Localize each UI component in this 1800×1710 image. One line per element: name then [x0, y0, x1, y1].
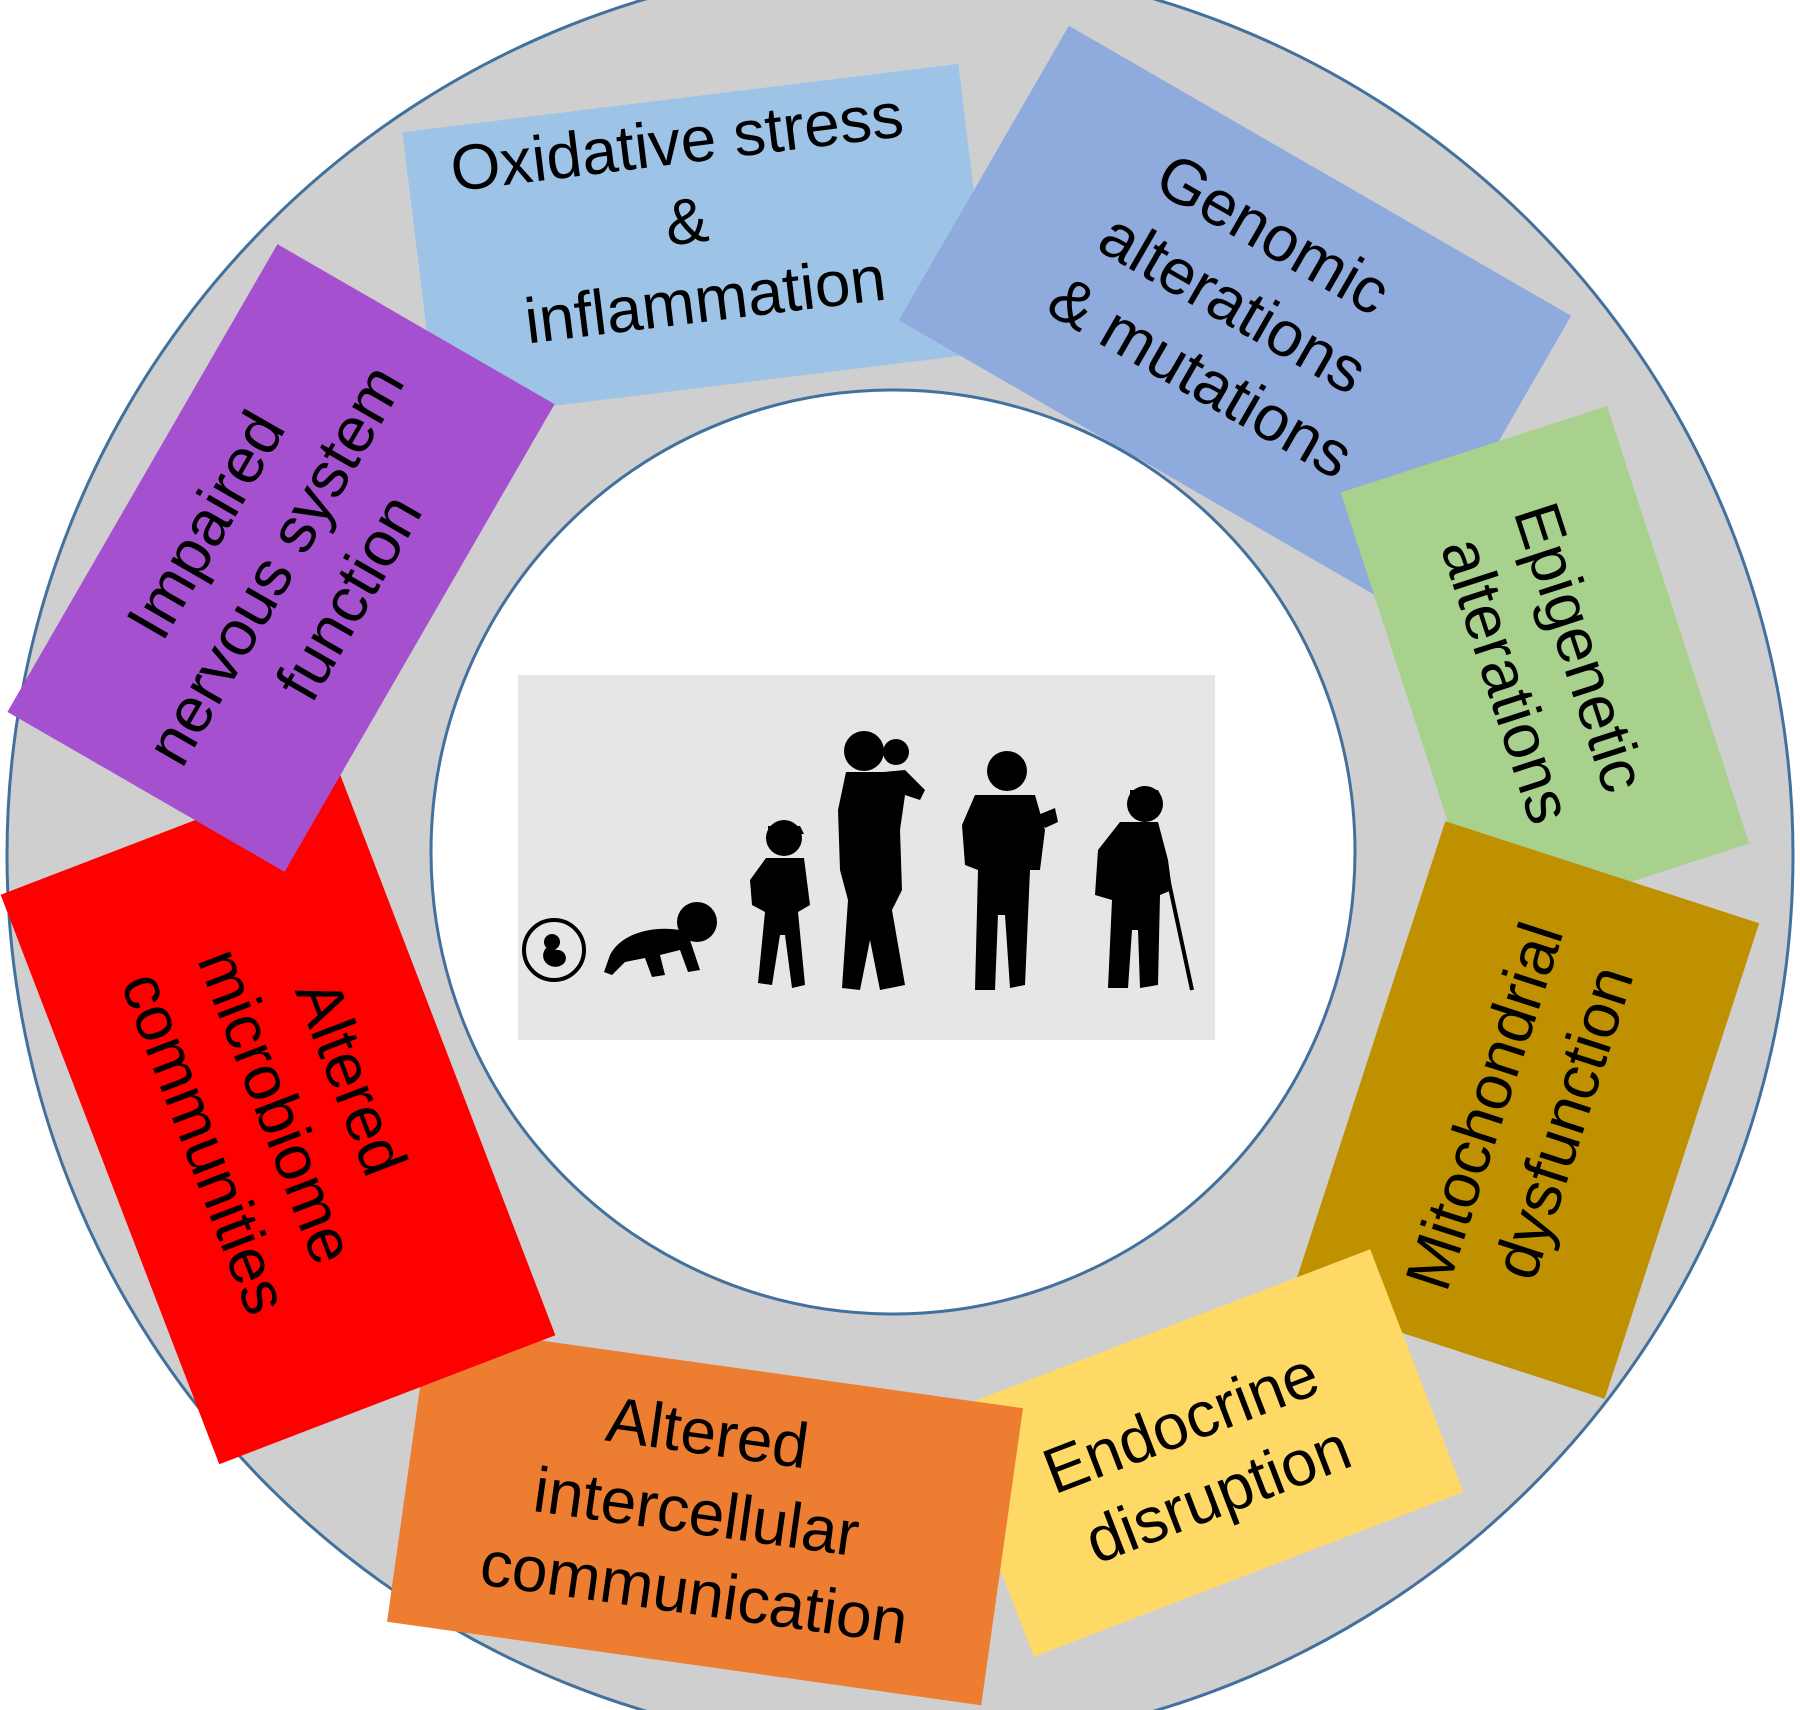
box-microbiome-communities: Altered microbiome communities: [0, 765, 556, 1465]
elderly-with-cane-icon: [1095, 786, 1194, 991]
box-oxidative-stress: Oxidative stress & inflammation: [402, 63, 994, 421]
life-stages-illustration: [518, 675, 1215, 1040]
box-nervous-system-bg: [7, 244, 555, 872]
category-boxes: Oxidative stress & inflammation Genomic …: [0, 25, 1760, 1706]
box-intercellular-communication: Altered intercellular communication: [387, 1324, 1023, 1706]
box-epigenetic-alterations-bg: [1340, 405, 1750, 931]
parent-with-child-icon: [838, 731, 925, 990]
box-endocrine-disruption: Endocrine disruption: [940, 1249, 1464, 1657]
box-oxidative-stress-bg: [402, 63, 994, 421]
box-nervous-system: Impaired nervous system function: [7, 244, 555, 872]
adult-icon: [962, 751, 1058, 990]
fetus-icon: [522, 918, 586, 982]
box-mitochondrial-dysfunction: Mitochondrial dysfunction: [1290, 821, 1760, 1399]
box-intercellular-communication-bg: [387, 1324, 1023, 1706]
silhouettes: [522, 731, 1194, 991]
box-microbiome-communities-bg: [0, 765, 556, 1465]
box-endocrine-disruption-bg: [940, 1249, 1464, 1657]
box-mitochondrial-dysfunction-bg: [1290, 821, 1760, 1399]
crawling-baby-icon: [604, 902, 717, 977]
box-genomic-alterations: Genomic alterations & mutations: [898, 25, 1572, 611]
box-genomic-alterations-bg: [898, 25, 1572, 611]
child-icon: [750, 820, 810, 988]
box-epigenetic-alterations: Epigenetic alterations: [1340, 405, 1750, 931]
